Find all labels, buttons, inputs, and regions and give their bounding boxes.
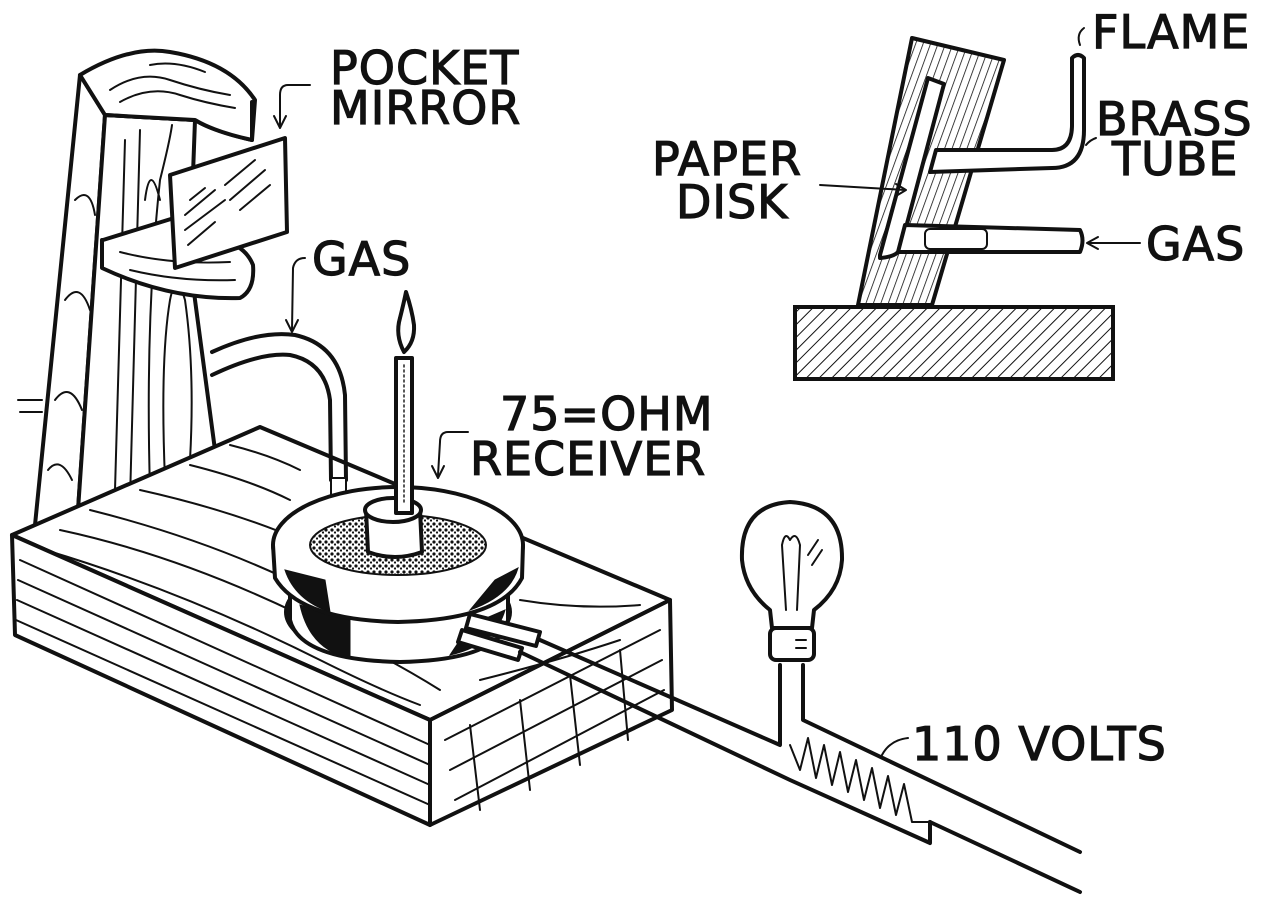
label-gas-section: GAS xyxy=(1146,217,1245,271)
arrow-head xyxy=(285,319,299,333)
section-view: FLAME BRASS TUBE PAPER DISK GAS xyxy=(651,4,1253,381)
wire-to-supply-b xyxy=(928,820,1082,894)
flame-leader xyxy=(1077,27,1085,46)
grain xyxy=(16,599,431,786)
wooden-stand xyxy=(17,48,257,527)
stand-top-edge xyxy=(103,100,254,142)
main-view: POCKET MIRROR GAS 75=OHM RECEIVER 110 VO… xyxy=(10,40,1167,894)
base-end xyxy=(428,598,674,827)
grain xyxy=(119,251,231,264)
grain xyxy=(469,649,629,811)
grain xyxy=(129,269,236,282)
label-flame: FLAME xyxy=(1092,5,1250,59)
wire-lower xyxy=(518,650,932,845)
grain xyxy=(114,139,126,491)
resistance-coil xyxy=(789,737,931,823)
lamp-bulb xyxy=(739,500,845,662)
mirror-shading xyxy=(224,159,271,211)
grain xyxy=(149,62,206,73)
pocket-mirror-leader xyxy=(279,84,311,126)
grain xyxy=(19,559,431,746)
receiver-leader xyxy=(437,431,469,476)
receiver-shadow xyxy=(468,567,519,612)
bulb-filament xyxy=(781,535,801,611)
brass-tube-leader xyxy=(1085,137,1097,146)
gas-hose-outer xyxy=(210,332,348,482)
gas-hose-inner xyxy=(210,352,333,482)
arrow-head xyxy=(1086,236,1099,250)
label-receiver-line1: 75=OHM xyxy=(500,387,714,441)
label-brass-tube-line2: TUBE xyxy=(1111,132,1238,186)
grain xyxy=(54,391,83,411)
gas-inlet-plug xyxy=(924,228,988,250)
supply-wires xyxy=(518,638,1082,894)
grain xyxy=(109,75,231,96)
arrow-head xyxy=(431,465,445,479)
bulb-glass xyxy=(739,500,845,630)
bulb-highlight xyxy=(807,539,823,566)
arrow-head xyxy=(895,183,907,197)
label-paper-disk-line2: DISK xyxy=(676,175,789,229)
terminal-post xyxy=(464,612,542,648)
label-pocket-mirror-line1: POCKET xyxy=(330,41,519,95)
paper-disk xyxy=(878,76,946,260)
grain xyxy=(189,464,291,501)
wire-to-supply-a xyxy=(801,663,1082,854)
wire-upper xyxy=(538,638,782,747)
grain xyxy=(17,579,431,766)
voltage-leader xyxy=(881,737,909,756)
pocket-mirror xyxy=(168,136,289,270)
grain xyxy=(15,619,431,806)
grain xyxy=(519,599,641,608)
arrow-head xyxy=(273,115,287,129)
label-gas-main: GAS xyxy=(312,232,411,286)
flame-tube xyxy=(394,290,417,515)
grain xyxy=(479,639,621,681)
flame xyxy=(396,290,417,354)
grain xyxy=(144,179,161,201)
label-paper-disk-line1: PAPER xyxy=(652,132,802,186)
paper-disk-leader xyxy=(819,184,906,191)
bulb-thread xyxy=(795,639,807,649)
grain xyxy=(47,463,73,481)
gas-leader xyxy=(291,257,306,331)
grain xyxy=(44,549,421,706)
grain xyxy=(74,194,96,216)
label-pocket-mirror-line2: MIRROR xyxy=(330,81,521,135)
label-receiver-line2: RECEIVER xyxy=(470,432,706,486)
grain xyxy=(64,291,91,311)
grain xyxy=(129,129,141,501)
bulb-base xyxy=(768,626,816,662)
brass-tube xyxy=(928,53,1086,174)
base-section xyxy=(793,305,1115,381)
label-brass-tube-line1: BRASS xyxy=(1096,92,1253,146)
label-voltage: 110 VOLTS xyxy=(912,717,1167,771)
telephone-receiver xyxy=(271,485,542,664)
receiver-shadow xyxy=(299,604,351,659)
grain xyxy=(229,444,301,471)
grain xyxy=(119,90,236,109)
terminal-post xyxy=(456,628,524,662)
mirror-shading xyxy=(184,187,226,246)
receiver-shadow xyxy=(284,569,331,613)
